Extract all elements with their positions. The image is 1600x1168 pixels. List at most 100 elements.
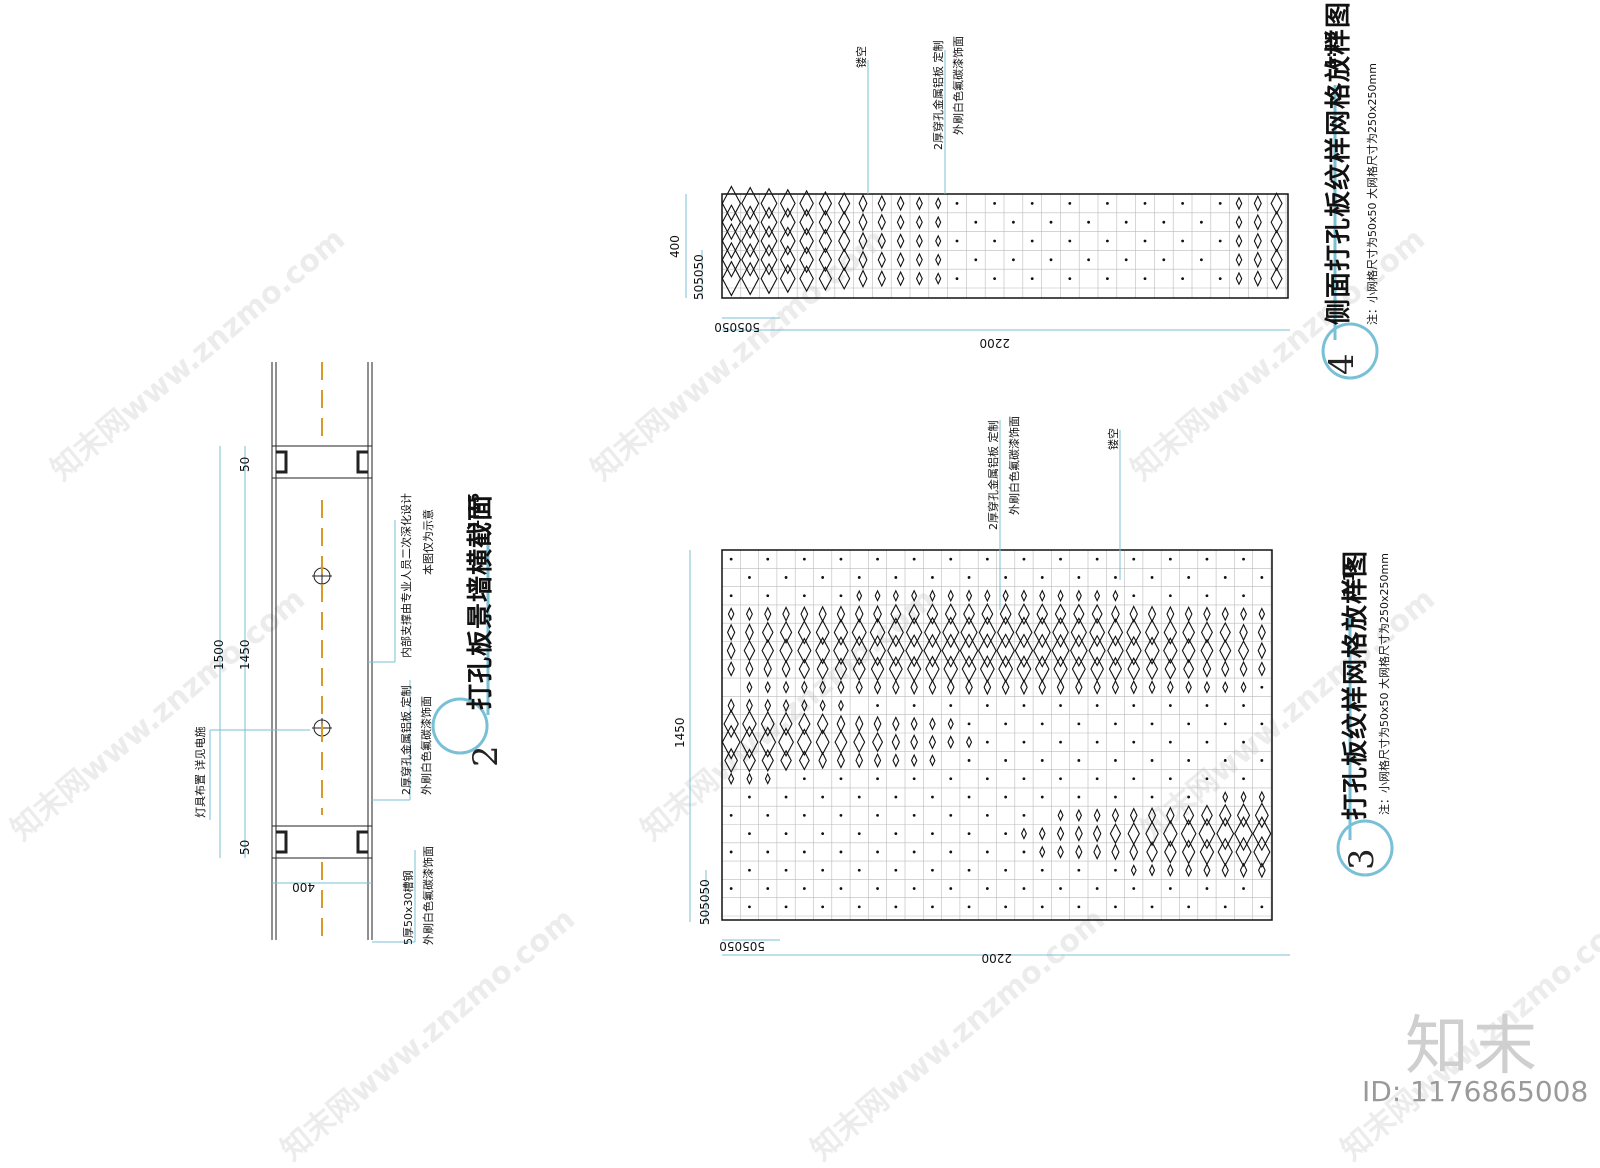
pattern-dot (876, 704, 879, 707)
pattern-dot (1223, 576, 1227, 579)
pattern-hole (887, 634, 905, 667)
pattern-hole (856, 589, 863, 602)
pattern-hole (1125, 635, 1142, 666)
pattern-hole (781, 659, 791, 679)
pattern-dot (1223, 722, 1227, 726)
pattern-hole (1092, 824, 1102, 843)
pattern-dot (1132, 704, 1136, 707)
pattern-dot (1004, 868, 1008, 872)
pattern-hole (997, 616, 1015, 649)
side-panel-outline (721, 193, 1289, 299)
pattern-dot (1205, 557, 1209, 561)
pattern-dot (876, 777, 879, 781)
pattern-dot (967, 905, 971, 909)
pattern-hole (741, 186, 760, 221)
pattern-dot (1004, 795, 1008, 799)
pattern-hole (1222, 791, 1229, 804)
pattern-hole (1235, 234, 1243, 248)
pattern-dot (1132, 740, 1136, 744)
pattern-hole (892, 753, 900, 768)
pattern-hole (892, 679, 900, 695)
pattern-dot (1114, 576, 1117, 579)
pattern-hole (1257, 862, 1266, 879)
pattern-dot (1114, 759, 1117, 762)
pattern-hole (1203, 606, 1211, 622)
pattern-hole (1253, 251, 1262, 269)
pattern-hole (1057, 845, 1064, 859)
pattern-dot (1150, 759, 1154, 762)
pattern-hole (1221, 660, 1230, 678)
pattern-hole (816, 657, 829, 681)
pattern-dot (766, 887, 770, 890)
pattern-hole (1111, 679, 1120, 695)
pattern-hole (723, 709, 739, 739)
pattern-dot (1106, 277, 1109, 280)
pattern-hole (1253, 232, 1262, 250)
pattern-hole (779, 245, 796, 275)
pattern-hole (726, 623, 736, 642)
pattern-dot (748, 795, 751, 799)
pattern-hole (887, 617, 904, 648)
pattern-hole (947, 735, 955, 750)
pattern-hole (965, 679, 973, 696)
pattern-hole (1001, 679, 1010, 696)
pattern-hole (721, 185, 742, 222)
pattern-hole (877, 213, 886, 231)
pattern-hole (1202, 659, 1212, 678)
pattern-hole (1185, 680, 1192, 694)
pattern-hole (1038, 826, 1046, 841)
pattern-dot (1260, 722, 1264, 726)
pattern-dot (1059, 777, 1062, 781)
pattern-dot (1124, 258, 1128, 262)
image-id: ID: 1176865008 (1362, 1075, 1589, 1108)
pattern-hole (759, 726, 777, 758)
pattern-hole (746, 772, 753, 786)
pattern-dot (1168, 557, 1172, 561)
pattern-hole (726, 641, 736, 660)
pattern-dot (1040, 759, 1044, 762)
pattern-hole (1146, 841, 1158, 863)
pattern-dot (949, 557, 953, 561)
side-dim-width: 2200 (979, 336, 1010, 350)
pattern-hole (1093, 808, 1101, 823)
pattern-hole (798, 712, 811, 736)
side-note: 注：小网格尺寸为50x50 大网格尺寸为250x250mm (1366, 63, 1379, 325)
pattern-dot (1242, 777, 1245, 781)
pattern-dot (912, 887, 916, 890)
pattern-dot (1004, 832, 1008, 836)
pattern-hole (761, 621, 774, 644)
pattern-dot (802, 557, 806, 561)
pattern-hole (978, 633, 997, 669)
pattern-hole (741, 261, 760, 296)
pattern-dot (729, 813, 733, 817)
pattern-hole (1112, 589, 1119, 602)
pattern-dot (912, 704, 916, 707)
pattern-dot (748, 905, 751, 909)
pattern-hole (890, 603, 902, 625)
pattern-hole (798, 750, 810, 771)
pattern-dot (931, 868, 934, 872)
pattern-hole (764, 680, 771, 694)
pattern-hole (1164, 840, 1177, 864)
pattern-hole (1270, 192, 1283, 215)
pattern-hole (1253, 213, 1262, 231)
pattern-hole (1018, 602, 1030, 626)
pattern-hole (1235, 836, 1252, 868)
pattern-dot (1012, 220, 1015, 224)
pattern-hole (778, 727, 794, 758)
pattern-hole (721, 241, 742, 278)
pattern-hole (858, 212, 868, 232)
pattern-hole (801, 699, 808, 713)
pattern-hole (838, 248, 851, 272)
pattern-dot (1068, 239, 1072, 243)
pattern-hole (836, 605, 846, 623)
pattern-dot (1114, 795, 1117, 799)
pattern-hole (779, 207, 796, 237)
pattern-dot (1150, 795, 1154, 799)
pattern-hole (892, 716, 900, 732)
pattern-hole (1033, 616, 1051, 649)
pattern-hole (1181, 637, 1196, 664)
pattern-hole (1240, 681, 1247, 694)
pattern-dot (857, 832, 861, 836)
pattern-hole (1216, 816, 1235, 851)
